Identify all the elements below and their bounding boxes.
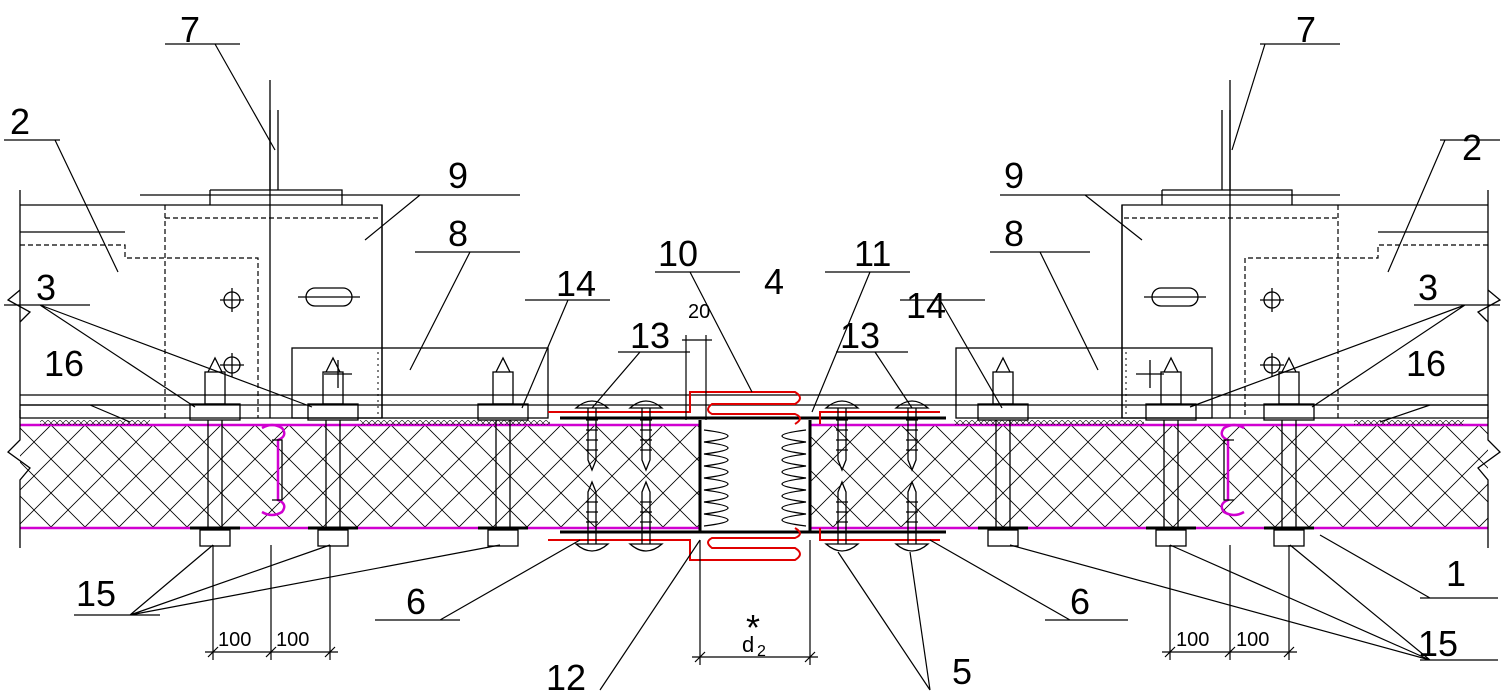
callout-4: 4 [764, 261, 784, 302]
callout-5: 5 [952, 651, 972, 692]
gap-d: d [742, 632, 754, 657]
bracket-right [955, 347, 1213, 419]
callout-13-right: 13 [840, 315, 880, 356]
callout-11: 11 [854, 233, 891, 274]
gap-d-subscript: 2 [757, 643, 766, 660]
gap-star: * [746, 607, 760, 648]
callout-12: 12 [546, 657, 586, 696]
seal-tape-left [360, 420, 550, 425]
dim-100-left-a: 100 [218, 629, 251, 651]
leader-lines [4, 43, 1500, 691]
seal-tape-right [954, 420, 1144, 425]
callout-13-left: 13 [630, 315, 670, 356]
callout-15-left: 15 [76, 573, 116, 614]
dimension-lines [205, 335, 1297, 665]
dim-100-right-a: 100 [1176, 629, 1209, 651]
callout-6-left: 6 [406, 581, 426, 622]
callout-14-right: 14 [906, 285, 946, 326]
callout-16-left: 16 [44, 343, 84, 384]
dim-100-right-b: 100 [1236, 629, 1269, 651]
dim-100-left-b: 100 [276, 629, 309, 651]
column-right [1121, 80, 1502, 419]
callout-9-left: 9 [448, 155, 468, 196]
callout-2-left: 2 [10, 101, 30, 142]
bracket-left [291, 347, 549, 419]
callout-8-left: 8 [448, 213, 468, 254]
callout-8-right: 8 [1004, 213, 1024, 254]
callout-15-right: 15 [1418, 623, 1458, 664]
self-tapping-screws [574, 400, 930, 552]
dim-20: 20 [688, 301, 710, 323]
callout-9-right: 9 [1004, 155, 1024, 196]
expansion-joint [548, 391, 946, 561]
callout-7-right: 7 [1296, 9, 1316, 50]
callout-2-right: 2 [1462, 127, 1482, 168]
seal-tape-far-left [40, 420, 150, 425]
callout-6-right: 6 [1070, 581, 1090, 622]
callout-7-left: 7 [180, 9, 200, 50]
seal-tape-far-right [1354, 420, 1464, 425]
callout-3-right: 3 [1418, 267, 1438, 308]
callout-10: 10 [658, 233, 698, 274]
callout-3-left: 3 [36, 267, 56, 308]
callout-1: 1 [1446, 553, 1466, 594]
panel-lock-left [261, 423, 286, 517]
callout-14-left: 14 [556, 263, 596, 304]
panel-lock-right [1220, 423, 1245, 517]
callout-16-right: 16 [1406, 343, 1446, 384]
column-left [6, 80, 1488, 419]
